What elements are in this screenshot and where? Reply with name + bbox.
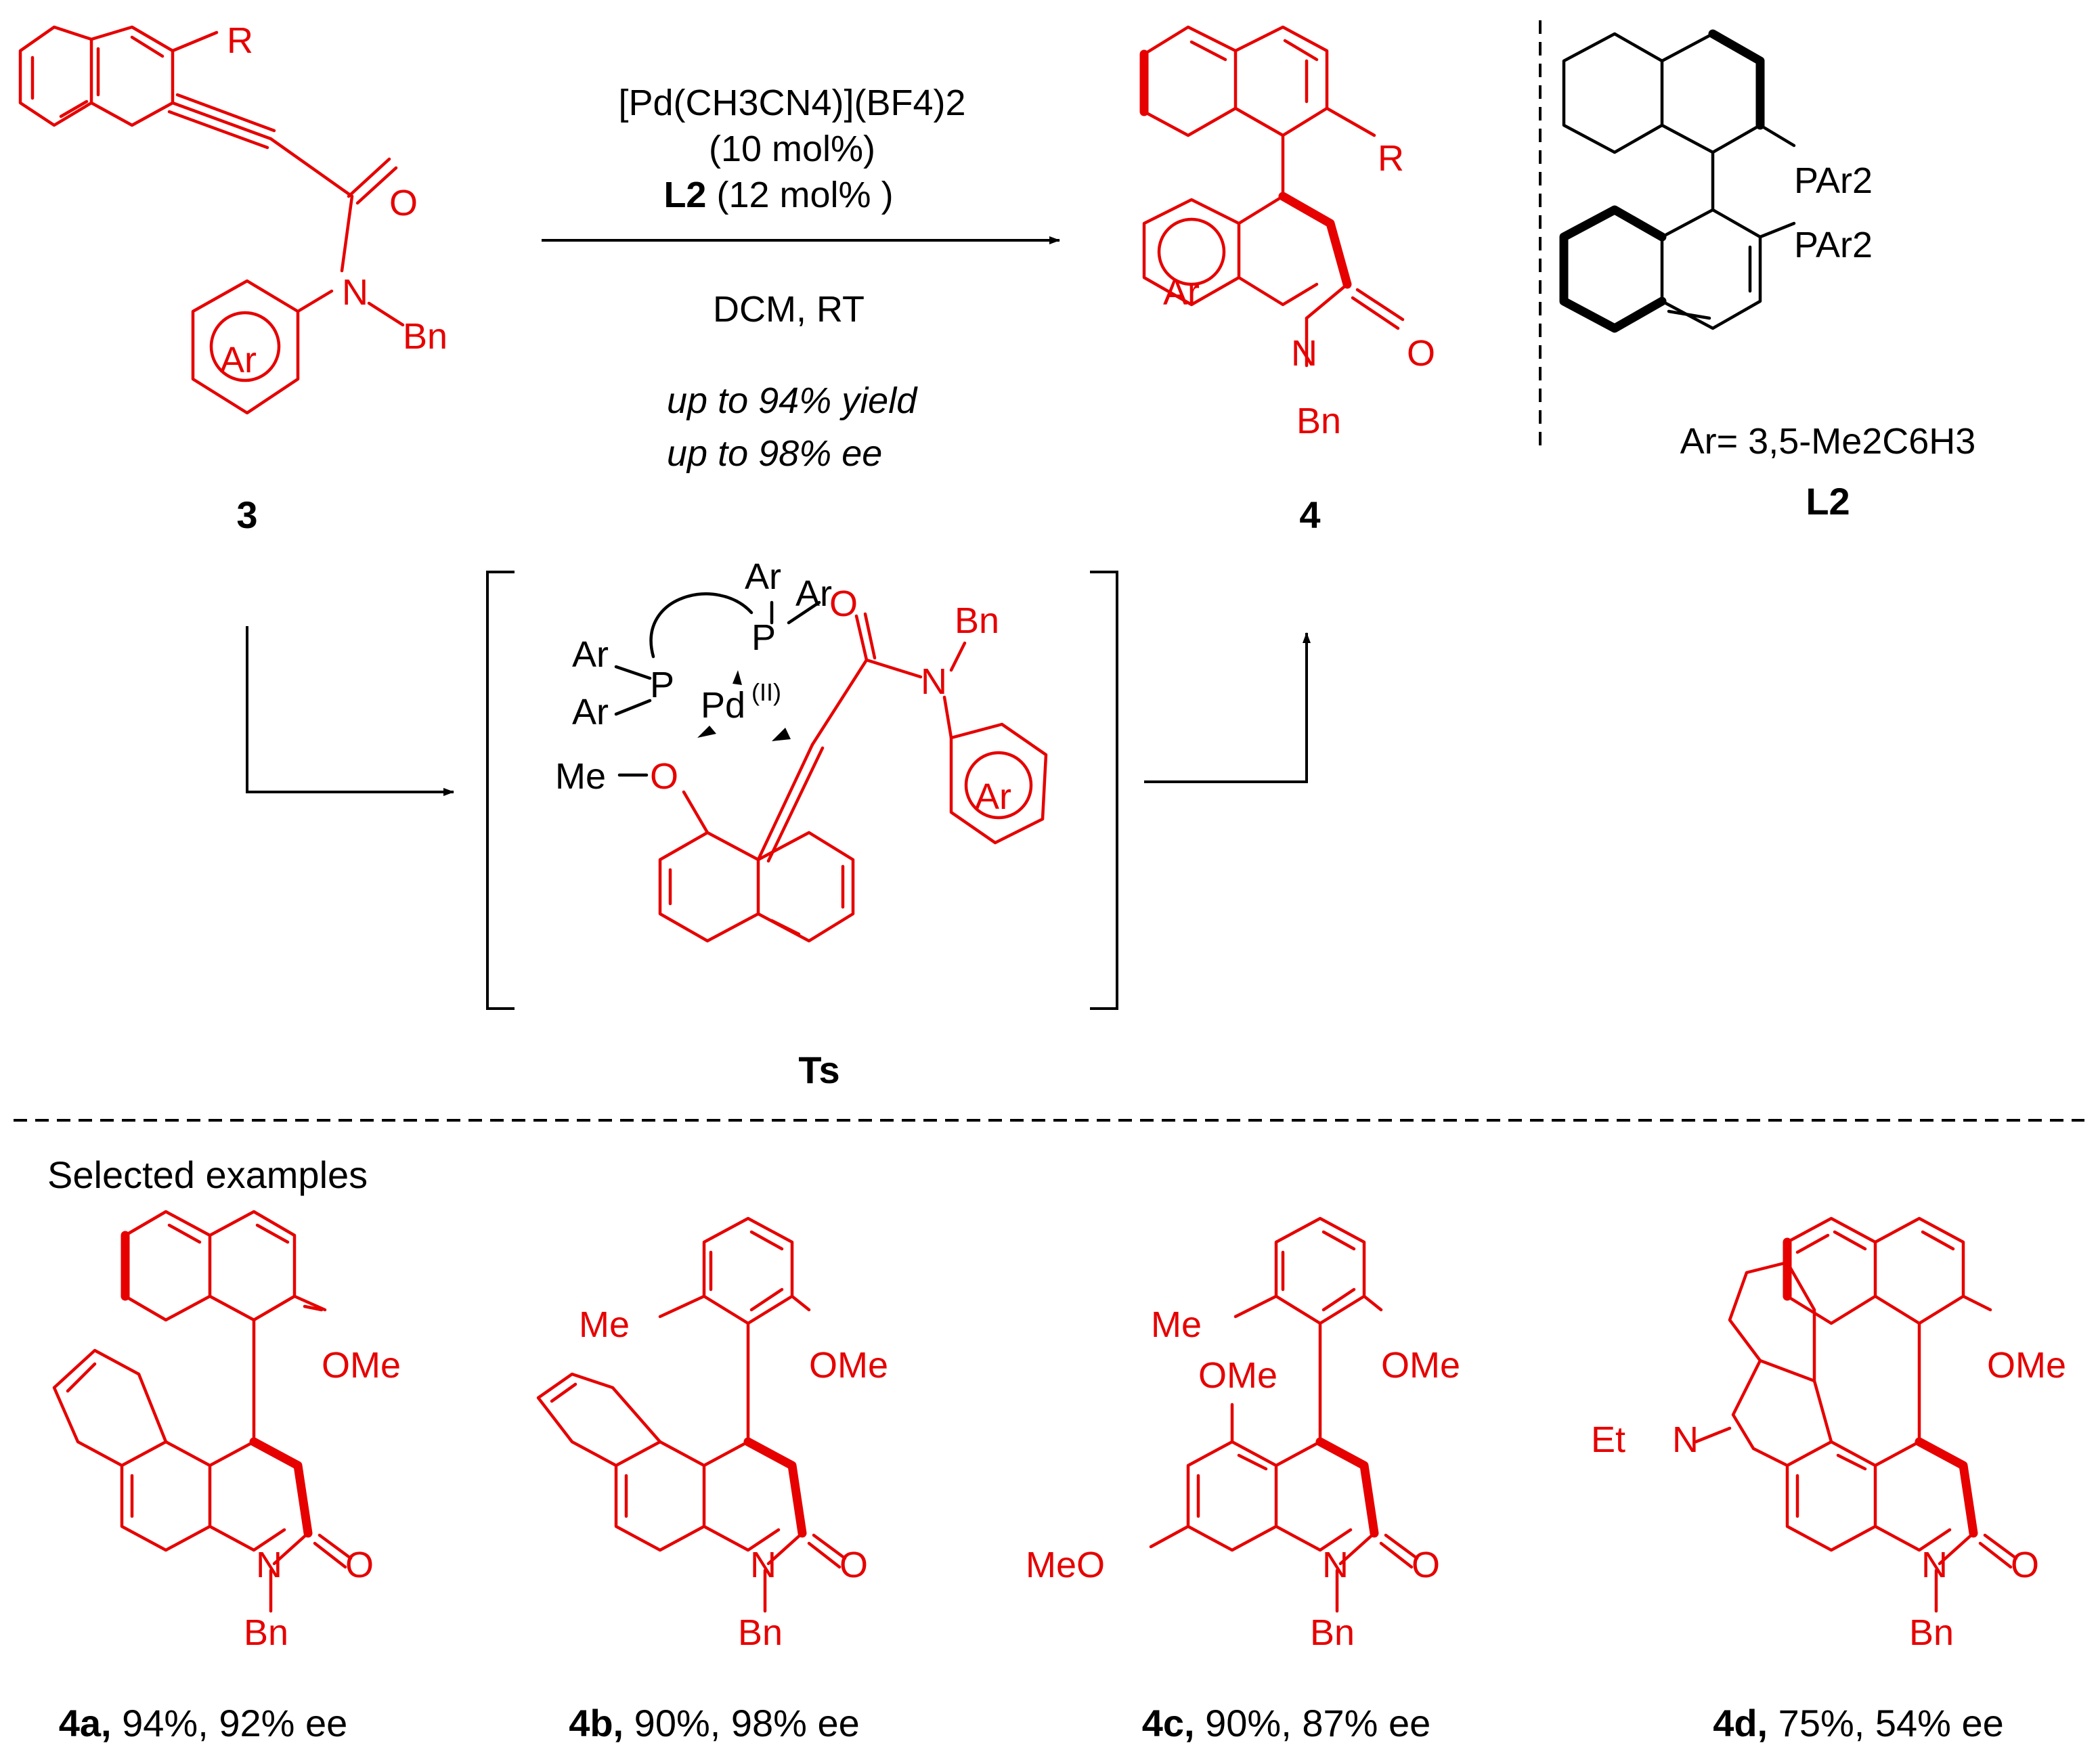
- substrate-o-label: O: [389, 183, 418, 223]
- ts-ar-top-1: Ar: [745, 556, 781, 597]
- 4c-o: O: [1412, 1545, 1440, 1585]
- example-4c-caption: 4c, 90%, 87% ee: [1142, 1702, 1431, 1744]
- 4b-bn: Bn: [738, 1612, 783, 1653]
- arrow-to-product: [1144, 632, 1311, 783]
- ee-note: up to 98% ee: [667, 433, 882, 474]
- 4b-n: N: [750, 1545, 777, 1585]
- 4c-bn: Bn: [1310, 1612, 1355, 1653]
- 4d-n-indole: N: [1672, 1419, 1699, 1460]
- 4c-me: Me: [1151, 1304, 1202, 1345]
- ligand-l2-structure: [1559, 29, 1796, 333]
- 4a-bn: Bn: [244, 1612, 288, 1653]
- example-4c-structure: [1149, 1216, 1419, 1613]
- substrate-number: 3: [236, 493, 257, 536]
- ts-bn: Bn: [955, 600, 999, 641]
- 4d-o: O: [2011, 1545, 2039, 1585]
- ts-o-ether: O: [650, 756, 678, 797]
- example-4a-structure: [52, 1210, 353, 1613]
- 4b-ome: OMe: [809, 1345, 888, 1386]
- ligand-par2-top: PAr2: [1794, 160, 1873, 201]
- substrate-n-label: N: [342, 272, 368, 313]
- product-r-label: R: [1378, 138, 1404, 179]
- substrate-ar-label: Ar: [220, 340, 257, 380]
- ts-left-bracket: [486, 571, 515, 1010]
- catalyst-loading: (10 mol%): [709, 129, 875, 169]
- ts-ar-top-2: Ar: [795, 573, 832, 614]
- 4d-bn: Bn: [1909, 1612, 1954, 1653]
- substrate-bn-label: Bn: [403, 316, 447, 357]
- product-o-label: O: [1407, 333, 1435, 374]
- ts-label: Ts: [798, 1049, 839, 1091]
- arrow-to-ts: [246, 626, 454, 796]
- 4d-n: N: [1921, 1545, 1948, 1585]
- 4b-me: Me: [579, 1304, 630, 1345]
- substrate-3-structure: [18, 25, 405, 415]
- yield-note: up to 94% yield: [667, 380, 918, 421]
- ts-pd: Pd: [701, 685, 745, 726]
- product-n-label: N: [1291, 333, 1317, 374]
- product-bn-label: Bn: [1296, 401, 1341, 441]
- ts-ar-left-1: Ar: [572, 634, 609, 675]
- example-4d-structure: [1694, 1216, 2018, 1613]
- catalyst-label: [Pd(CH3CN4)](BF4)2: [618, 83, 965, 123]
- ts-p-left: P: [650, 665, 674, 705]
- ts-pd-oxidation: (II): [751, 678, 781, 706]
- 4c-n: N: [1322, 1545, 1349, 1585]
- product-ar-label: Ar: [1163, 272, 1200, 313]
- 4a-ome: OMe: [322, 1345, 401, 1386]
- 4c-ome-top: OMe: [1198, 1355, 1277, 1396]
- ts-ar-amide: Ar: [975, 776, 1011, 817]
- 4a-n: N: [256, 1545, 282, 1585]
- example-4b-structure: [536, 1216, 847, 1613]
- 4d-et: Et: [1591, 1419, 1625, 1460]
- 4c-ome-right: OMe: [1381, 1345, 1460, 1386]
- ligand-ar-definition: Ar= 3,5-Me2C6H3: [1680, 421, 1976, 462]
- ts-o-carbonyl: O: [829, 583, 858, 624]
- 4d-ome: OMe: [1987, 1345, 2066, 1386]
- example-4a-caption: 4a, 94%, 92% ee: [59, 1702, 348, 1744]
- example-4d-caption: 4d, 75%, 54% ee: [1713, 1702, 2004, 1744]
- ligand-par2-bottom: PAr2: [1794, 225, 1873, 265]
- 4b-o: O: [839, 1545, 868, 1585]
- solvent-label: DCM, RT: [713, 289, 865, 330]
- ts-right-bracket: [1090, 571, 1118, 1010]
- ts-n: N: [921, 661, 947, 702]
- example-4b-caption: 4b, 90%, 98% ee: [569, 1702, 860, 1744]
- ts-p-top: P: [751, 617, 776, 658]
- selected-examples-title: Selected examples: [47, 1153, 368, 1196]
- product-4-structure: [1139, 25, 1405, 368]
- 4a-o: O: [345, 1545, 374, 1585]
- ts-ar-left-2: Ar: [572, 692, 609, 732]
- 4c-meo: MeO: [1026, 1545, 1105, 1585]
- ts-structure: [614, 592, 1048, 943]
- ligand-conditions: L2 (12 mol% ): [663, 175, 893, 215]
- product-number: 4: [1299, 493, 1320, 536]
- ts-me: Me: [555, 756, 606, 797]
- substrate-r-label: R: [227, 20, 253, 61]
- ligand-number: L2: [1806, 480, 1850, 523]
